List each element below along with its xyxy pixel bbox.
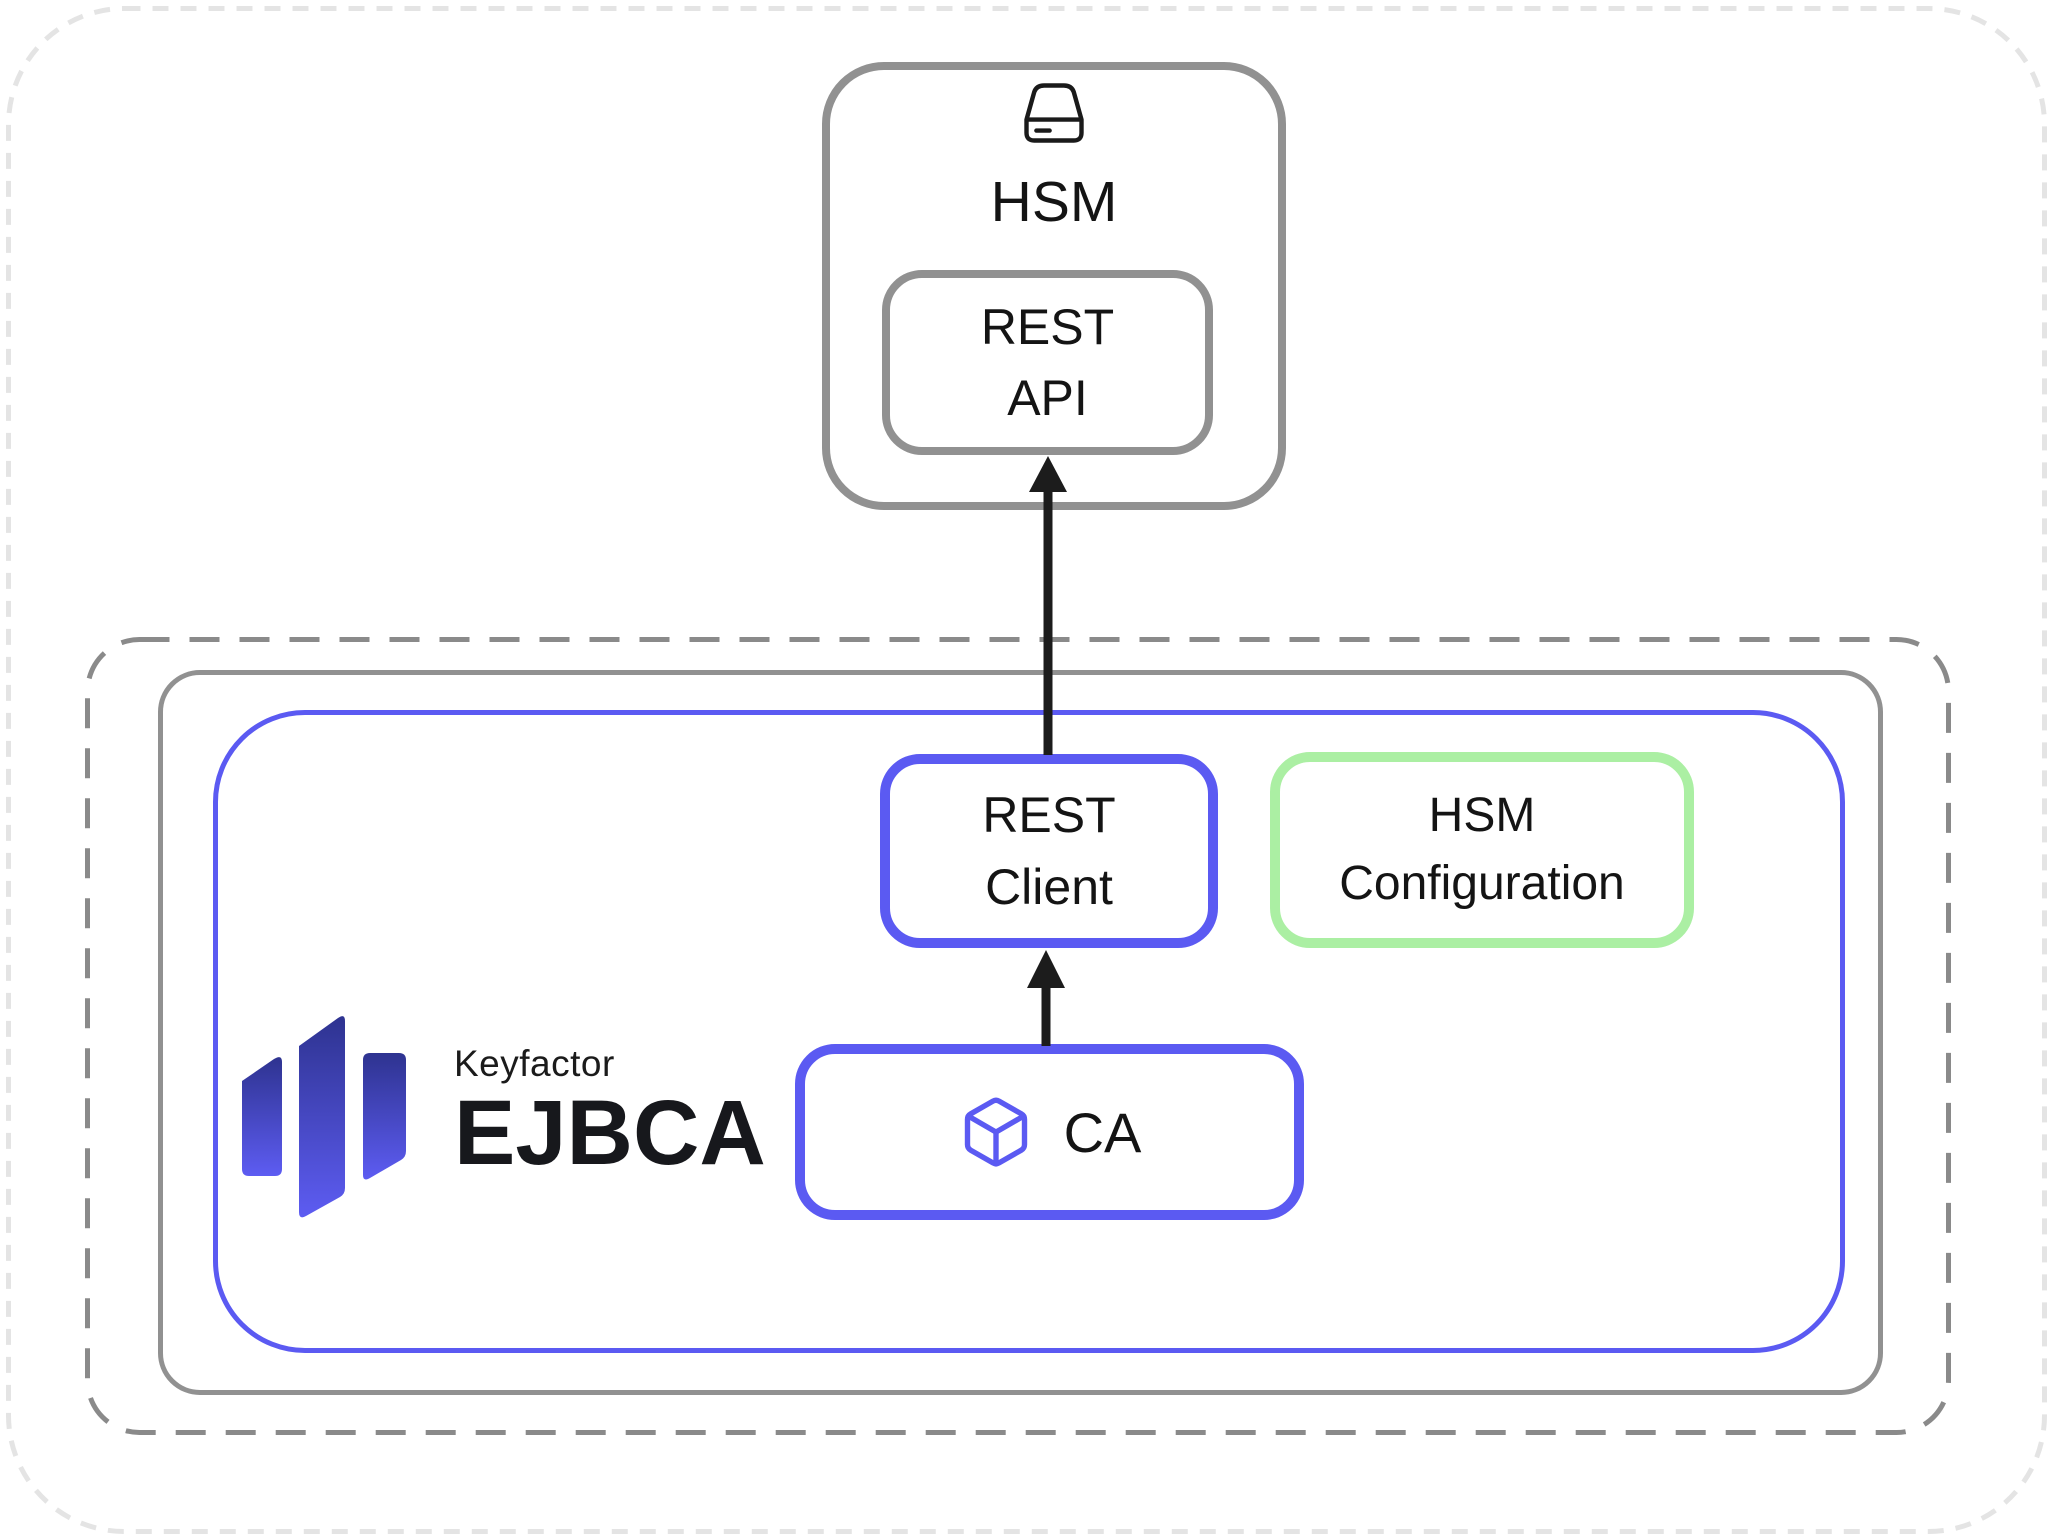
- ca-box: CA: [795, 1044, 1304, 1220]
- rest-api-label-line2: API: [1007, 369, 1088, 426]
- hsm-box: HSM REST API: [822, 62, 1286, 510]
- hsm-configuration-box: HSM Configuration: [1270, 752, 1694, 948]
- logo-text: Keyfactor EJBCA: [454, 1013, 766, 1182]
- ejbca-box: [213, 710, 1845, 1353]
- rest-client-box: REST Client: [880, 754, 1218, 948]
- rest-api-box: REST API: [882, 270, 1213, 455]
- logo-product: EJBCA: [454, 1082, 766, 1184]
- rest-api-label-line1: REST: [980, 298, 1115, 355]
- hsm-configuration-label-line1: HSM: [1428, 788, 1536, 842]
- hsm-label: HSM: [990, 170, 1118, 234]
- cube-icon: [964, 1097, 1027, 1167]
- keyfactor-logo-mark-icon: [242, 1016, 406, 1218]
- host-box: [158, 670, 1883, 1395]
- ca-label: CA: [1063, 1100, 1142, 1164]
- rest-client-label-line1: REST: [982, 786, 1116, 843]
- logo-brand: Keyfactor: [454, 1043, 615, 1084]
- deployment-boundary-dashed: [85, 637, 1951, 1435]
- keyfactor-ejbca-logo: Keyfactor EJBCA: [242, 1013, 766, 1218]
- hsm-configuration-label-line2: Configuration: [1339, 857, 1625, 910]
- canvas-rounded-edge: [6, 6, 2047, 1534]
- hsm-drive-icon: [1024, 83, 1084, 143]
- rest-client-label-line2: Client: [985, 859, 1113, 915]
